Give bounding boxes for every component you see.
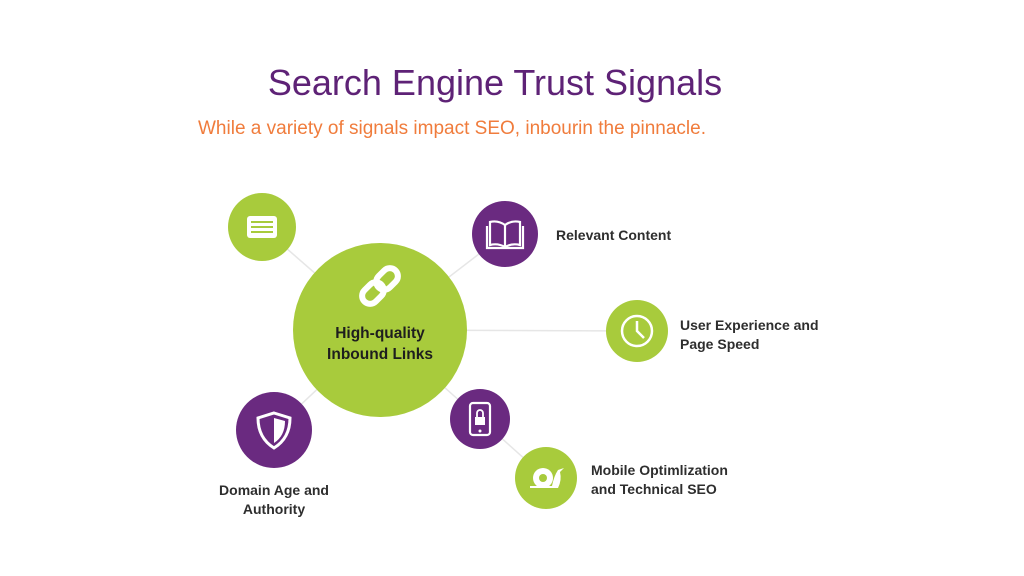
- label-line: User Experience and: [680, 317, 819, 333]
- label-mobile-optimization: Mobile Optimlization and Technical SEO: [591, 461, 728, 499]
- book-icon: [485, 220, 525, 250]
- center-label-line1: High-quality: [335, 325, 425, 342]
- snail-icon: [530, 468, 564, 488]
- document-icon: [247, 216, 277, 238]
- label-line: and Technical SEO: [591, 481, 717, 497]
- subtitle: While a variety of signals impact SEO, i…: [198, 118, 706, 139]
- label-line: Page Speed: [680, 336, 760, 352]
- center-node: [293, 243, 467, 417]
- mobile-lock-icon: [468, 401, 492, 437]
- shield-icon: [256, 411, 292, 450]
- page-title: Search Engine Trust Signals: [267, 62, 723, 103]
- label-relevant-content: Relevant Content: [556, 227, 672, 243]
- label-domain-age: Domain Age and Authority: [200, 481, 348, 519]
- link-icon: [359, 265, 401, 307]
- label-line: Domain Age and: [219, 482, 329, 498]
- center-label: High-quality Inbound Links: [300, 323, 460, 365]
- center-label-line2: Inbound Links: [327, 346, 433, 363]
- label-line: Authority: [242, 501, 306, 517]
- label-user-experience: User Experience and Page Speed: [680, 316, 819, 354]
- clock-icon: [620, 314, 654, 348]
- label-line: Mobile Optimlization: [591, 462, 728, 478]
